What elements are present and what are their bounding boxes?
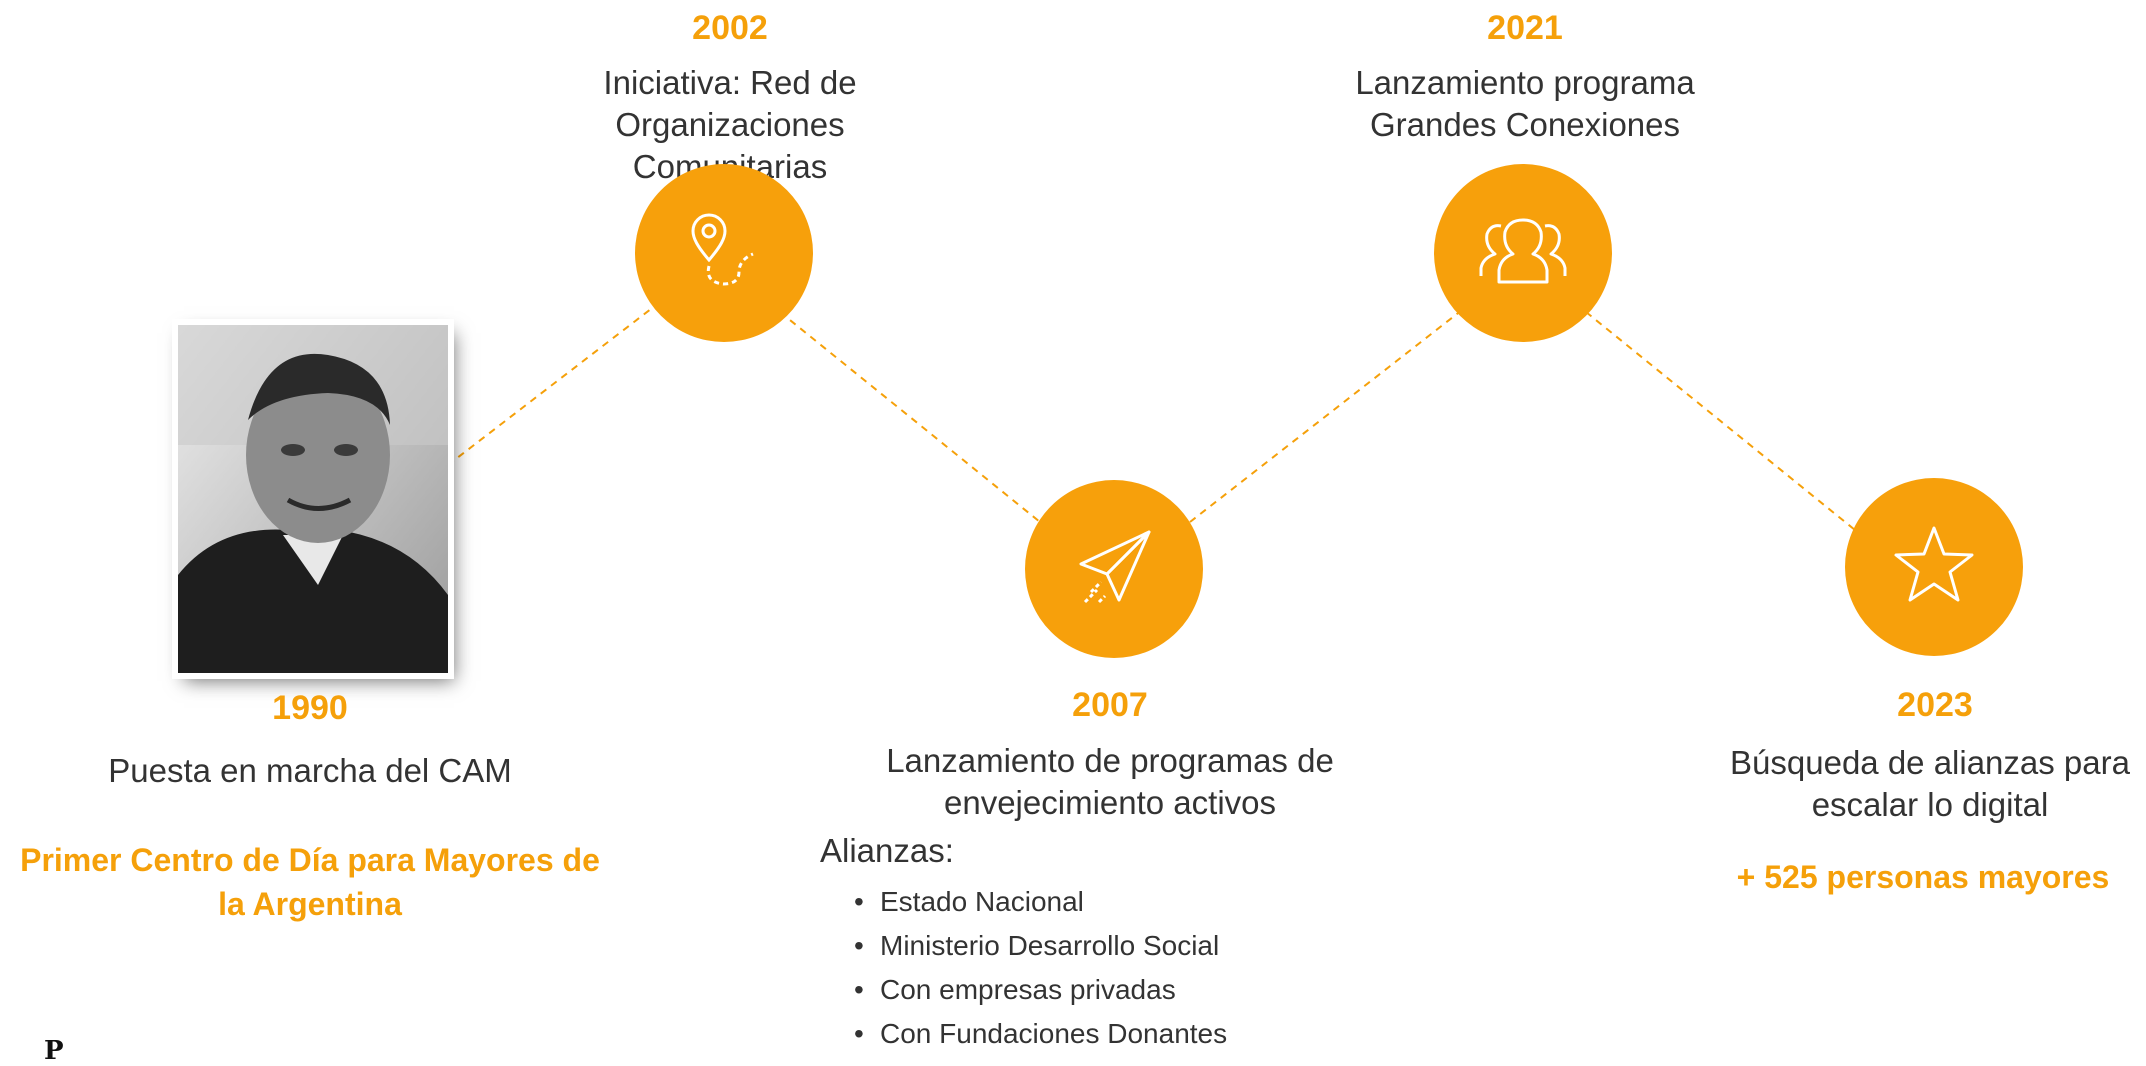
- milestone-2023-title: Búsqueda de alianzas para escalar lo dig…: [1730, 744, 2130, 823]
- milestone-2023-highlight: + 525 personas mayores: [1736, 859, 2110, 895]
- milestone-1990-title: Puesta en marcha del CAM: [108, 752, 512, 789]
- alliances-list: Estado Nacional Ministerio Desarrollo So…: [850, 880, 1227, 1056]
- milestone-2007-circle: [1025, 480, 1203, 658]
- year-2023: 2023: [1897, 686, 1973, 724]
- year-2021: 2021: [1487, 9, 1563, 47]
- list-item: Estado Nacional: [850, 880, 1227, 924]
- milestone-1990-highlight: Primer Centro de Día para Mayores de la …: [20, 842, 600, 922]
- alliances-label: Alianzas:: [820, 832, 954, 869]
- milestone-2007-title: Lanzamiento de programas de envejecimien…: [886, 742, 1334, 821]
- milestone-2002-circle: [635, 164, 813, 342]
- founder-photo: [178, 325, 448, 673]
- location-pin-path-icon: [679, 206, 769, 301]
- milestone-2023-circle: [1845, 478, 2023, 656]
- list-item: Con Fundaciones Donantes: [850, 1012, 1227, 1056]
- star-icon: [1889, 520, 1979, 615]
- people-group-icon: [1473, 206, 1573, 301]
- paper-plane-icon: [1069, 522, 1159, 617]
- year-1990: 1990: [272, 689, 348, 727]
- list-item: Ministerio Desarrollo Social: [850, 924, 1227, 968]
- list-item: Con empresas privadas: [850, 968, 1227, 1012]
- year-2002: 2002: [692, 9, 768, 47]
- year-2007: 2007: [1072, 686, 1148, 724]
- milestone-2021-circle: [1434, 164, 1612, 342]
- milestone-2021-title: Lanzamiento programa Grandes Conexiones: [1355, 64, 1695, 143]
- footer-mark: P: [44, 1036, 64, 1066]
- milestone-2002-title: Iniciativa: Red de Organizaciones Comuni…: [603, 64, 857, 185]
